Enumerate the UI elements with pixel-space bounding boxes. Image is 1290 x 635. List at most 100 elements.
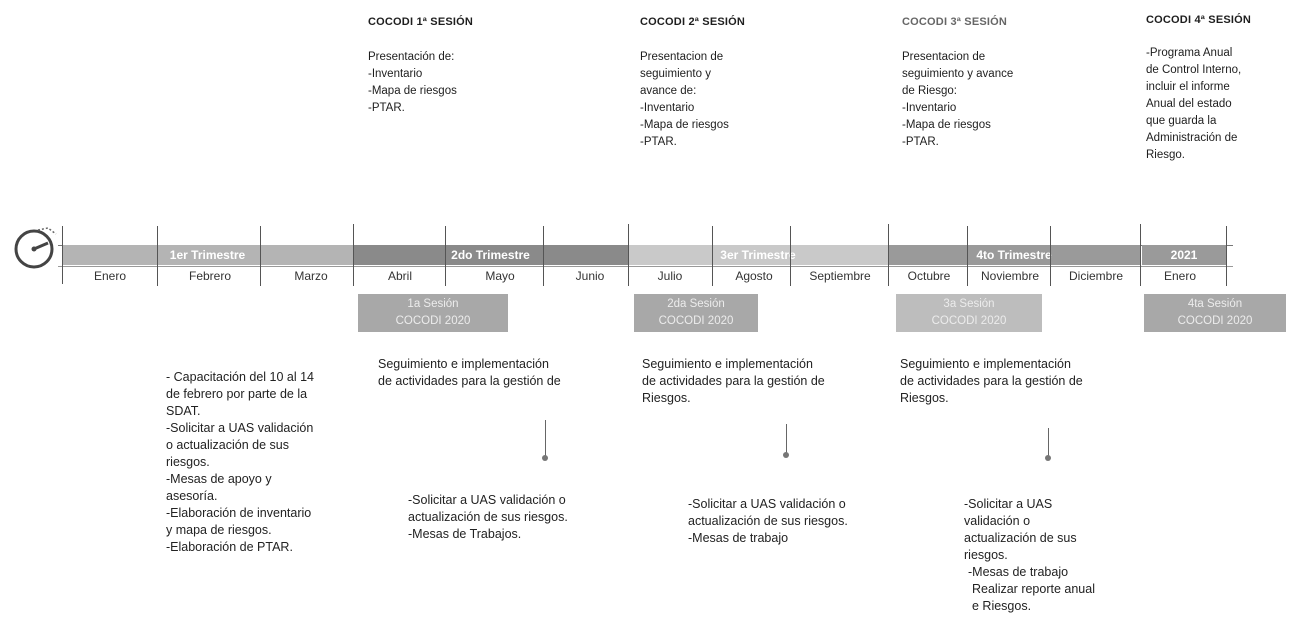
session-line: -Mapa de riesgos — [640, 119, 729, 131]
pin-stem — [786, 424, 787, 454]
month-label: Julio — [657, 269, 683, 283]
session-line: -PTAR. — [902, 136, 939, 148]
clock-icon — [14, 227, 57, 269]
month-label: Abril — [387, 269, 412, 283]
session-box-line: COCODI 2020 — [658, 315, 734, 327]
note-line: Riesgos. — [642, 391, 691, 405]
note-line: - Capacitación del 10 al 14 — [166, 370, 315, 384]
session-header-1: COCODI 1ª SESIÓN Presentación de: -Inven… — [368, 14, 473, 117]
month-label: Noviembre — [980, 269, 1040, 283]
tick — [260, 226, 261, 286]
session-box-line: COCODI 2020 — [395, 315, 471, 327]
session-title: COCODI 4ª SESIÓN — [1146, 14, 1252, 26]
note-line: y mapa de riesgos. — [166, 523, 272, 537]
note-line: -Elaboración de inventario — [166, 506, 312, 520]
session-line: Riesgo. — [1146, 149, 1185, 161]
note-line: de actividades para la gestión de — [900, 374, 1083, 388]
session-line: -Programa Anual — [1146, 47, 1233, 59]
month-label: Agosto — [735, 269, 773, 283]
pin-stem — [545, 420, 546, 456]
month-label: Enero — [93, 269, 127, 283]
session-line: Anual del estado — [1146, 98, 1232, 110]
note-line: -Mesas de trabajo — [688, 531, 789, 545]
note-line: -Mesas de trabajo — [968, 565, 1069, 579]
note-line: riesgos. — [166, 455, 210, 469]
tick — [1050, 226, 1051, 286]
session-line: incluir el informe — [1146, 81, 1230, 93]
session-line: avance de: — [640, 85, 697, 97]
month-label: Mayo — [485, 269, 515, 283]
session-line: Presentacion de — [902, 51, 986, 63]
note-line: -Mesas de Trabajos. — [408, 527, 522, 541]
quarter-band-5: 2021 — [1142, 245, 1226, 265]
session-box-line: 4ta Sesión — [1187, 298, 1243, 310]
tick — [967, 226, 968, 286]
session-line: -Mapa de riesgos — [368, 85, 457, 97]
session-box-3: 3a Sesión COCODI 2020 — [896, 294, 1042, 332]
month-label: Octubre — [907, 269, 951, 283]
session-box-line: 1a Sesión — [407, 298, 459, 310]
note-line: -Solicitar a UAS validación — [166, 421, 314, 435]
note-line: e Riesgos. — [972, 599, 1032, 613]
tick — [445, 226, 446, 286]
session-line: -Inventario — [902, 102, 957, 114]
note-follow-q2: Seguimiento e implementación de activida… — [378, 356, 561, 390]
note-line: o actualización de sus — [166, 438, 289, 452]
note-line: -Solicitar a UAS validación o — [688, 497, 846, 511]
session-header-2: COCODI 2ª SESIÓN Presentacion de seguimi… — [640, 14, 745, 151]
session-line: -Mapa de riesgos — [902, 119, 991, 131]
note-line: -Solicitar a UAS validación o — [408, 493, 566, 507]
quarter-band-2: 2do Trimestre — [353, 245, 628, 265]
session-line: -PTAR. — [640, 136, 677, 148]
session-line: seguimiento y — [640, 68, 711, 80]
note-line: validación o — [964, 514, 1031, 528]
session-box-line: 3a Sesión — [943, 298, 995, 310]
session-line: de Riesgo: — [902, 85, 957, 97]
tick — [712, 226, 713, 286]
tick — [157, 226, 158, 286]
session-line: -Inventario — [368, 68, 423, 80]
session-line: Administración de — [1146, 132, 1238, 144]
tick — [1226, 226, 1227, 286]
note-line: -Mesas de apoyo y — [166, 472, 272, 486]
pin-stem — [1048, 428, 1049, 456]
note-line: Seguimiento e implementación — [900, 357, 1071, 371]
session-line: Presentación de: — [368, 51, 455, 63]
note-line: actualización de sus riesgos. — [408, 510, 568, 524]
session-box-line: COCODI 2020 — [931, 315, 1007, 327]
quarter-band-1: 1er Trimestre — [62, 245, 353, 265]
tick — [628, 224, 629, 286]
note-line: Seguimiento e implementación — [378, 357, 549, 371]
session-box-1: 1a Sesión COCODI 2020 — [358, 294, 508, 332]
timeline-axis-bottom — [58, 266, 1233, 267]
month-label: Enero — [1163, 269, 1197, 283]
tick — [543, 226, 544, 286]
session-title: COCODI 2ª SESIÓN — [640, 16, 746, 28]
month-label: Febrero — [188, 269, 232, 283]
note-line: riesgos. — [964, 548, 1008, 562]
note-follow-q4: Seguimiento e implementación de activida… — [900, 356, 1083, 407]
tick — [353, 224, 354, 286]
tick — [888, 224, 889, 286]
note-bottom-q2: -Solicitar a UAS validación o actualizac… — [408, 492, 568, 543]
month-label: Septiembre — [809, 269, 871, 283]
tick — [62, 226, 63, 284]
month-label: Diciembre — [1068, 269, 1123, 283]
note-line: Riesgos. — [900, 391, 949, 405]
note-line: actualización de sus — [964, 531, 1077, 545]
tick — [790, 226, 791, 286]
note-q1: - Capacitación del 10 al 14 de febrero p… — [166, 369, 314, 556]
month-label: Marzo — [294, 269, 328, 283]
note-line: asesoría. — [166, 489, 218, 503]
note-line: actualización de sus riesgos. — [688, 514, 848, 528]
tick — [1140, 224, 1141, 286]
note-line: de febrero por parte de la — [166, 387, 308, 401]
note-follow-q3: Seguimiento e implementación de activida… — [642, 356, 825, 407]
pin-dot — [783, 452, 789, 458]
note-bottom-q3: -Solicitar a UAS validación o actualizac… — [688, 496, 848, 547]
pin-dot — [542, 455, 548, 461]
session-line: de Control Interno, — [1146, 64, 1242, 76]
note-bottom-q4: -Solicitar a UAS validación o actualizac… — [964, 496, 1095, 615]
session-title: COCODI 1ª SESIÓN — [368, 16, 474, 28]
session-line: Presentacion de — [640, 51, 724, 63]
